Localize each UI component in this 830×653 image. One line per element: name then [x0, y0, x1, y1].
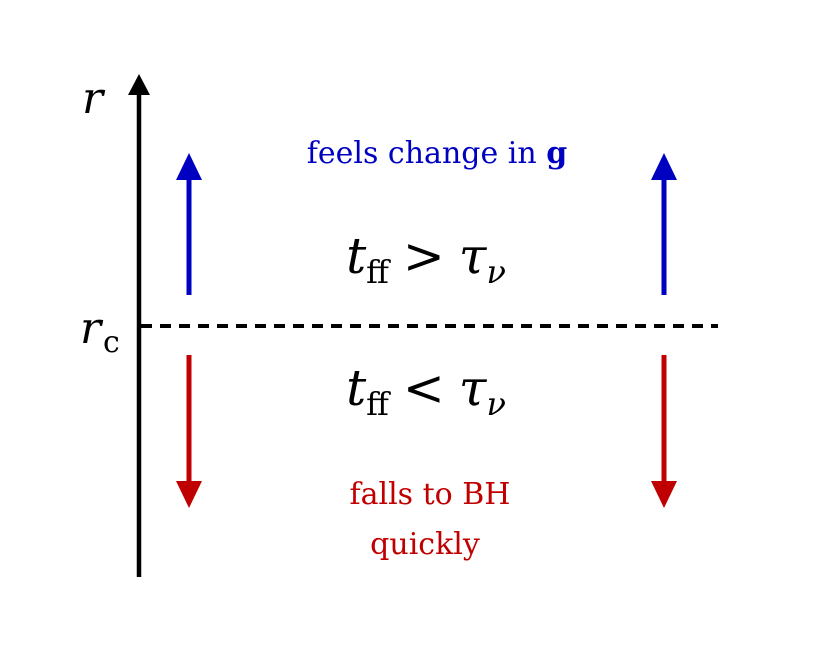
lower-right-arrow-head: [651, 481, 677, 508]
upper-operator: >: [403, 227, 445, 285]
critical-radius-label: r: [80, 303, 104, 354]
lower-rhs-sub: ν: [486, 385, 505, 423]
upper-lhs-t: t: [346, 227, 367, 285]
r-axis-arrowhead: [128, 74, 150, 95]
upper-rhs-sub: ν: [486, 253, 505, 291]
lower-operator: <: [403, 359, 445, 417]
upper-caption-bold-g: g: [546, 136, 567, 171]
upper-caption: feels change in g: [307, 136, 567, 171]
lower-lhs-sub: ff: [366, 385, 391, 423]
r-axis-label: r: [82, 73, 106, 124]
lower-caption-line1: falls to BH: [350, 477, 511, 512]
lower-lhs-t: t: [346, 359, 367, 417]
upper-inequality: tff >τν: [346, 227, 506, 291]
upper-rhs-tau: τ: [459, 227, 488, 285]
upper-right-arrow-head: [651, 153, 677, 180]
upper-caption-text: feels change in: [307, 136, 546, 171]
lower-left-arrow-head: [176, 481, 202, 508]
upper-lhs-sub: ff: [366, 253, 391, 291]
lower-caption-line2: quickly: [370, 527, 480, 562]
lower-rhs-tau: τ: [459, 359, 488, 417]
upper-left-arrow-head: [176, 153, 202, 180]
lower-inequality: tff <τν: [346, 359, 506, 423]
critical-radius-subscript: c: [103, 325, 120, 360]
